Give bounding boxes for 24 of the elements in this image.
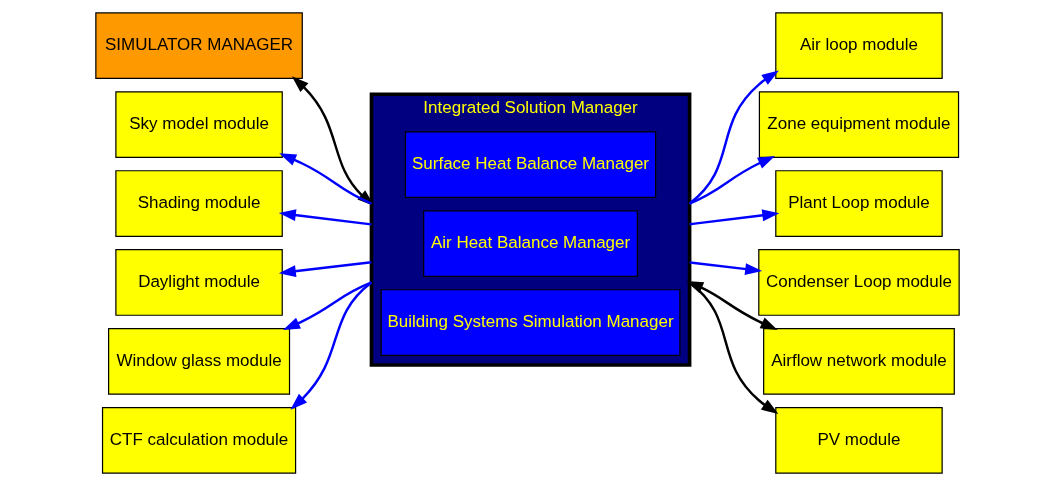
node-box: Surface Heat Balance Manager: [404, 131, 657, 199]
node-box: PV module: [775, 406, 943, 474]
arrow: [278, 261, 372, 278]
arrow: [278, 209, 372, 226]
node-box: Plant Loop module: [775, 170, 943, 237]
node-box: CTF calculation module: [101, 406, 297, 474]
node-box: Air Heat Balance Manager: [423, 210, 638, 277]
node-box: Building Systems Simulation Manager: [380, 289, 681, 356]
node-box: SIMULATOR MANAGER: [95, 12, 303, 80]
arrow: [689, 209, 780, 226]
node-box: Zone equipment module: [758, 91, 960, 158]
arrow: [279, 153, 372, 205]
node-box: Condenser Loop module: [758, 249, 960, 316]
node-box: Sky model module: [115, 91, 283, 158]
node-box: Airflow network module: [763, 328, 955, 395]
node-box: Shading module: [115, 170, 283, 237]
arrow: [290, 281, 373, 410]
arrow: [689, 156, 775, 205]
arrow: [283, 281, 372, 331]
node-box: Daylight module: [115, 249, 283, 316]
node-box: Window glass module: [108, 328, 291, 395]
arrow: [688, 70, 779, 205]
arrow: [689, 261, 763, 275]
node-box: Air loop module: [775, 12, 943, 80]
